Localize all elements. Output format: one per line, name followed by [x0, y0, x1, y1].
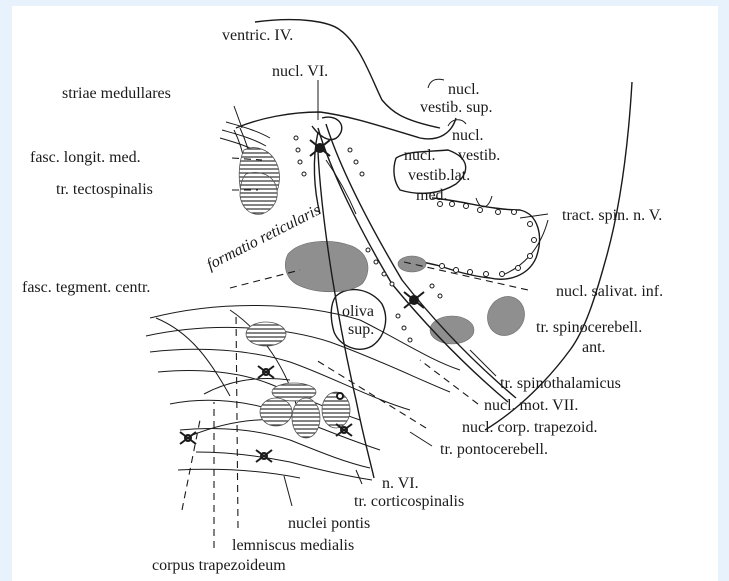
label-striae-medullares: striae medullares	[62, 85, 171, 102]
label-tract-spin-n-v: tract. spin. n. V.	[562, 207, 662, 224]
label-nucl-vestib-med-1: nucl.	[452, 127, 484, 144]
diagram-labels: ventric. IV. nucl. VI. nucl. vestib. sup…	[22, 27, 663, 574]
ventricle-floor	[236, 112, 456, 139]
tr-spinocerebell-area	[480, 290, 531, 343]
label-nucl-vestib-lat-1: nucl.	[404, 147, 436, 164]
label-nucl-mot-vii: nucl. mot. VII.	[484, 397, 578, 414]
label-tr-tectospinalis: tr. tectospinalis	[56, 181, 153, 198]
label-ventric-iv: ventric. IV.	[222, 27, 293, 44]
label-nucl-salivat-inf: nucl. salivat. inf.	[556, 283, 663, 300]
label-nucl-vestib-med-2: vestib.	[458, 147, 500, 164]
label-n-vi: n. VI.	[382, 475, 419, 492]
label-tr-spinocerebell-ant-1: tr. spinocerebell.	[536, 319, 642, 336]
lateral-contour-inner	[500, 220, 548, 276]
label-fasc-longit-med: fasc. longit. med.	[30, 149, 141, 166]
nucl-vestib-sup-bracket	[428, 79, 444, 88]
label-fasc-tegment-centr: fasc. tegment. centr.	[22, 279, 150, 296]
label-tr-pontocerebell: tr. pontocerebell.	[440, 441, 548, 458]
label-nucl-vestib-sup-2: vestib. sup.	[420, 99, 492, 116]
nucl-salivat-inf-area	[398, 256, 426, 272]
label-nucl-vestib-lat-2: vestib.lat.	[408, 167, 470, 184]
label-tr-spinothalamicus: tr. spinothalamicus	[500, 375, 621, 392]
nucl-vestib-med-bracket	[448, 120, 466, 126]
label-lemniscus-medialis: lemniscus medialis	[232, 537, 354, 554]
label-nucl-vestib-sup-1: nucl.	[448, 81, 480, 98]
label-nucl-corp-trapezoid: nucl. corp. trapezoid.	[462, 419, 598, 436]
fasc-tegment-centr-area	[285, 241, 368, 291]
label-tr-corticospinalis: tr. corticospinalis	[354, 493, 464, 510]
label-nuclei-pontis: nuclei pontis	[288, 515, 370, 532]
label-tr-spinocerebell-ant-2: ant.	[582, 339, 606, 356]
label-oliva-sup-1: oliva	[342, 303, 374, 320]
label-nucl-vi: nucl. VI.	[272, 63, 328, 80]
label-oliva-sup-2: sup.	[348, 321, 374, 338]
label-nucl-vestib-med-3: med.	[416, 187, 448, 204]
medial-tracts	[220, 122, 279, 214]
label-corpus-trapezoideum: corpus trapezoideum	[152, 557, 286, 574]
